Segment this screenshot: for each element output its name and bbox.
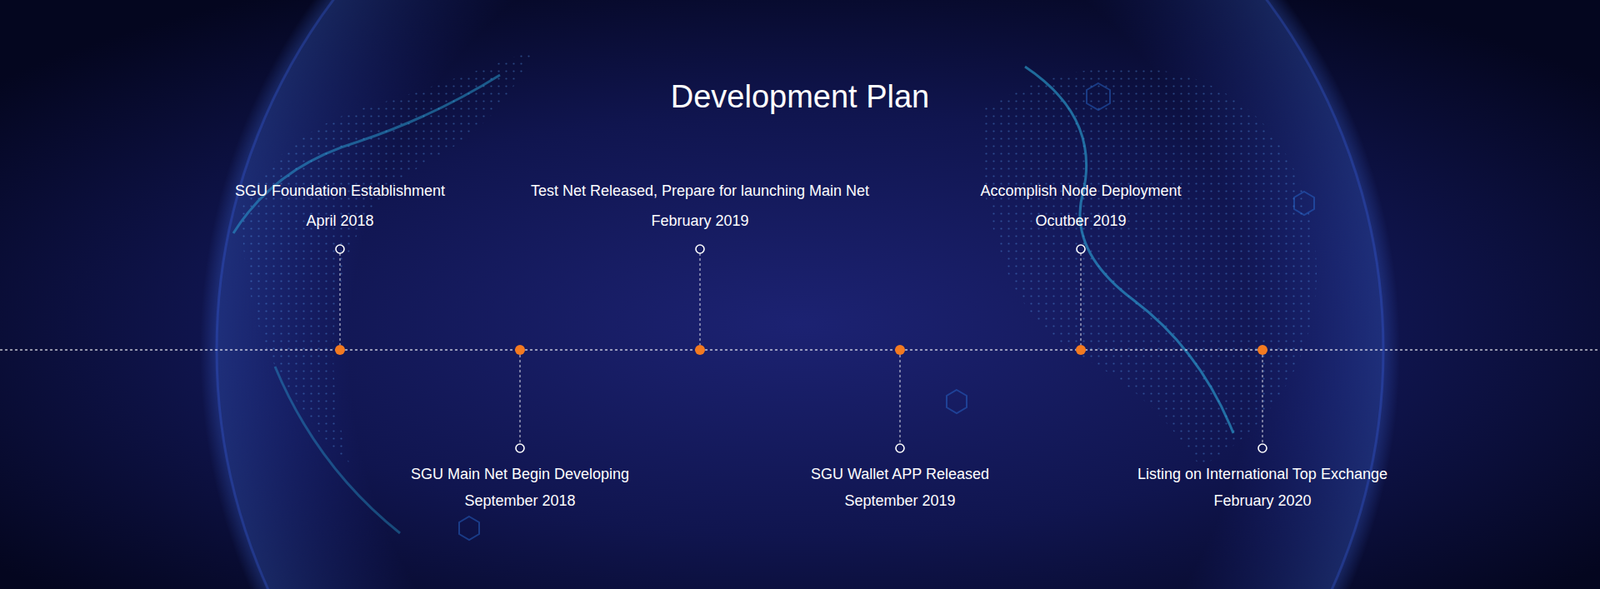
continent bbox=[241, 50, 534, 467]
milestone-date: September 2018 bbox=[464, 492, 575, 511]
milestone-title: SGU Main Net Begin Developing bbox=[410, 465, 630, 485]
continent bbox=[981, 67, 1318, 467]
milestone-title: SGU Wallet APP Released bbox=[810, 465, 990, 485]
milestone-title: Test Net Released, Prepare for launching… bbox=[530, 182, 870, 201]
milestone-date: February 2020 bbox=[1213, 492, 1311, 511]
milestone-title: Accomplish Node Deployment bbox=[980, 182, 1181, 201]
milestone-date: Ocutber 2019 bbox=[1035, 212, 1126, 231]
diagram-title: Development Plan bbox=[670, 78, 930, 117]
milestone-title: Listing on International Top Exchange bbox=[1137, 465, 1388, 485]
globe-glow bbox=[200, 0, 1400, 589]
timeline-dots bbox=[335, 345, 1268, 355]
leader-lines bbox=[340, 253, 1263, 445]
milestone-date: February 2019 bbox=[650, 212, 749, 231]
globe bbox=[233, 50, 1317, 534]
globe-rim bbox=[216, 0, 1384, 589]
coastline bbox=[1025, 66, 1234, 434]
milestone-date: September 2019 bbox=[844, 492, 955, 511]
hollow-markers bbox=[335, 245, 1267, 453]
timeline-axis bbox=[0, 349, 1600, 350]
coastline bbox=[275, 366, 400, 534]
milestone-title: SGU Foundation Establishment bbox=[235, 182, 445, 201]
milestone-date: April 2018 bbox=[305, 212, 374, 231]
